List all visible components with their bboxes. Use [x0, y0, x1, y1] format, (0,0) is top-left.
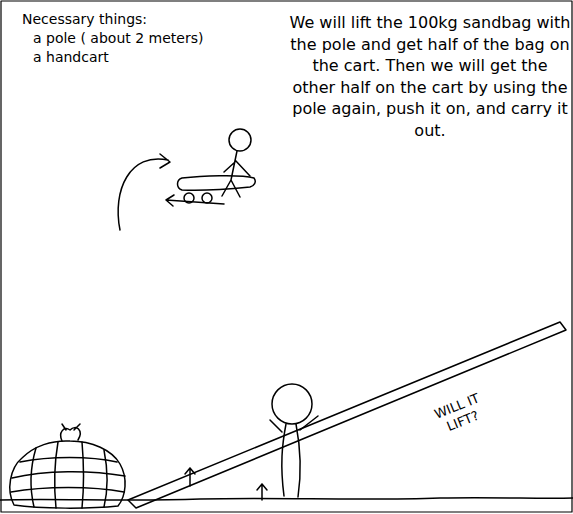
ground-line [0, 498, 573, 500]
sandbag [10, 441, 125, 508]
sandbag-net [31, 448, 36, 507]
sandbag-net [55, 442, 58, 508]
question-label: WILL IT LIFT? [417, 384, 503, 444]
person-body [282, 424, 300, 497]
person-head [272, 384, 312, 424]
lift-arrow [257, 484, 267, 500]
pole [128, 322, 566, 508]
sandbag-net [20, 458, 117, 463]
sandbag-net [82, 442, 84, 508]
plan-note: We will lift the 100kg sandbag with the … [289, 12, 571, 141]
list-heading: Necessary things: [22, 10, 222, 29]
list-item: a handcart [33, 48, 233, 67]
sandbag-knot [61, 424, 80, 441]
person-body [222, 151, 250, 197]
list-item: a pole ( about 2 meters) [33, 29, 253, 48]
move-arrow [118, 154, 170, 230]
person-head [229, 129, 251, 151]
sandbag-net [104, 450, 107, 507]
handcart [178, 176, 256, 191]
person-arms [270, 416, 318, 432]
cart-wheel [202, 193, 212, 203]
push-arrow [166, 195, 224, 206]
sandbag-net [12, 472, 125, 478]
lift-arrow [185, 468, 195, 486]
